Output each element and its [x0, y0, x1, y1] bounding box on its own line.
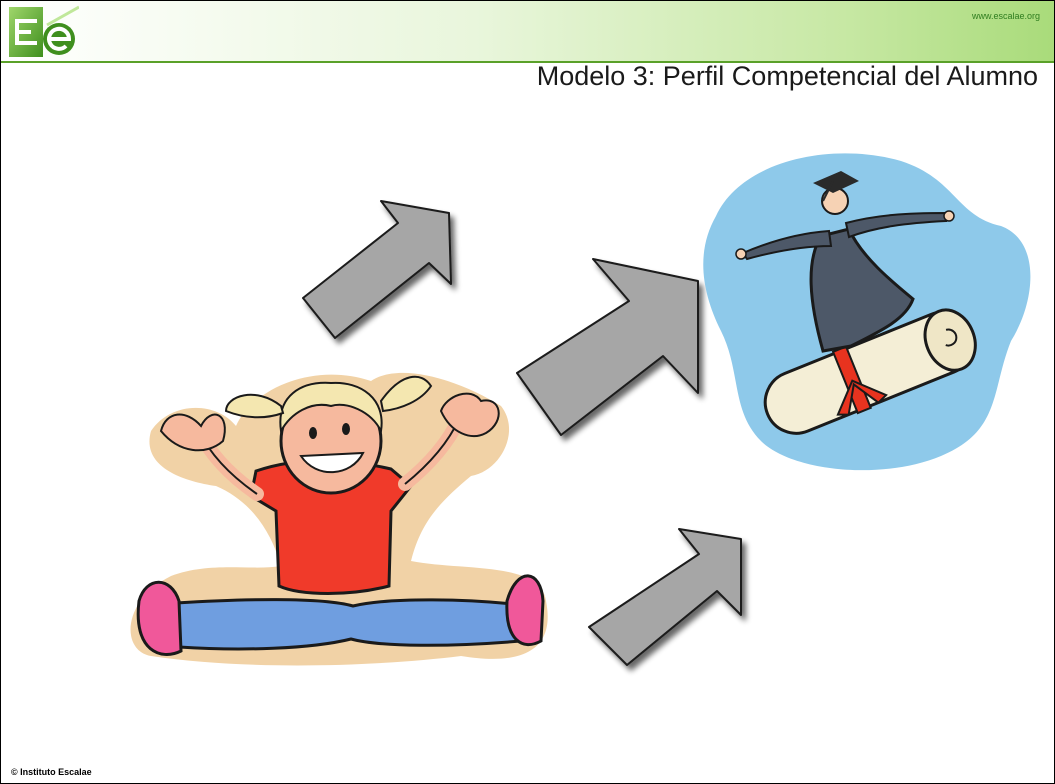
arrow-top-icon — [302, 200, 452, 339]
arrow-middle-icon — [516, 258, 699, 436]
arrow-bottom-icon — [588, 528, 742, 666]
site-url: www.escalae.org — [971, 11, 1040, 21]
slide-title: Modelo 3: Perfil Competencial del Alumno — [536, 61, 1038, 91]
child-splits-icon — [130, 372, 548, 666]
footer-copyright: © Instituto Escalae — [11, 767, 92, 777]
header-band: www.escalae.org — [1, 1, 1054, 63]
graduate-surfing-icon — [703, 153, 1031, 471]
escalae-logo-icon — [9, 5, 79, 57]
